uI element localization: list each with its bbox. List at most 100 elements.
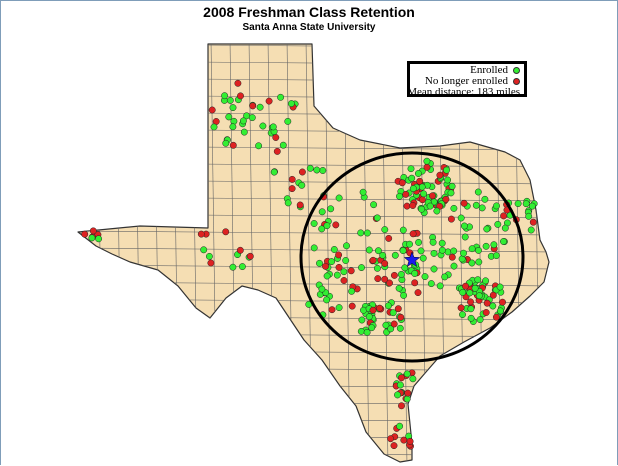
- enrolled-dot: [483, 225, 491, 233]
- not-enrolled-dot: [462, 282, 469, 290]
- enrolled-dot: [287, 100, 295, 108]
- county-line: [78, 417, 549, 423]
- enrolled-dot: [400, 291, 408, 299]
- not-enrolled-dot: [381, 275, 389, 283]
- enrolled-dot: [357, 327, 365, 335]
- enrolled-dot: [248, 114, 256, 122]
- enrolled-dot: [343, 242, 350, 250]
- enrolled-dot: [396, 324, 404, 332]
- not-enrolled-dot: [272, 134, 280, 141]
- enrolled-dot: [306, 164, 314, 172]
- enrolled-dot: [229, 123, 237, 131]
- enrolled-dot: [363, 328, 371, 336]
- enrolled-dot: [474, 188, 482, 196]
- enrolled-dot: [476, 316, 484, 324]
- not-enrolled-dot: [482, 309, 490, 316]
- county-line: [78, 44, 549, 49]
- enrolled-dot: [409, 185, 417, 193]
- legend-label-mean-distance: Mean distance: 183 miles: [407, 86, 520, 98]
- not-enrolled-dot: [457, 304, 465, 312]
- county-line: [78, 264, 549, 270]
- enrolled-dot: [525, 212, 533, 220]
- not-enrolled-dot: [348, 302, 356, 310]
- enrolled-dot: [472, 201, 480, 209]
- enrolled-dot: [363, 229, 371, 237]
- enrolled-dot: [395, 284, 403, 292]
- enrolled-dot: [527, 226, 535, 234]
- not-enrolled-dot: [411, 279, 419, 287]
- enrolled-dot: [482, 242, 490, 250]
- not-enrolled-dot: [402, 190, 410, 198]
- enrolled-dot: [340, 268, 348, 276]
- star-icon: [403, 251, 421, 268]
- not-enrolled-dot: [322, 262, 329, 270]
- enrolled-dot: [229, 104, 237, 112]
- not-enrolled-dot: [208, 106, 216, 114]
- enrolled-dot: [460, 249, 467, 257]
- not-enrolled-dot: [467, 298, 474, 306]
- enrolled-dot: [310, 220, 318, 227]
- enrolled-dot: [522, 200, 530, 208]
- not-enrolled-dot: [265, 97, 273, 105]
- enrolled-dot: [358, 316, 366, 324]
- enrolled-dot: [222, 139, 230, 147]
- enrolled-dot: [478, 204, 486, 212]
- not-enrolled-dot: [374, 275, 382, 283]
- enrolled-dot: [255, 142, 263, 150]
- county-line: [78, 434, 549, 440]
- enrolled-dot: [447, 189, 455, 197]
- county-line: [78, 44, 85, 462]
- not-enrolled-dot: [390, 320, 398, 328]
- not-enrolled-dot: [460, 199, 468, 207]
- enrolled-dot: [457, 214, 465, 222]
- enrolled-dot: [225, 113, 233, 121]
- not-enrolled-dot: [398, 402, 405, 410]
- not-enrolled-dot: [249, 102, 257, 110]
- enrolled-dot: [370, 201, 378, 209]
- enrolled-dot: [333, 271, 341, 279]
- enrolled-dot: [475, 258, 483, 266]
- enrolled-dot: [430, 249, 438, 257]
- enrolled-dot: [411, 270, 419, 277]
- enrolled-dot: [468, 245, 476, 253]
- enrolled-dot: [418, 205, 426, 213]
- student-locations: [81, 79, 538, 450]
- not-enrolled-dot: [385, 234, 393, 242]
- enrolled-dot: [319, 167, 327, 174]
- not-enrolled-dot: [442, 195, 450, 203]
- enrolled-dot: [328, 258, 336, 266]
- enrolled-dot: [471, 284, 479, 292]
- enrolled-dot: [389, 309, 397, 317]
- enrolled-dot: [459, 288, 467, 296]
- not-enrolled-dot: [500, 212, 508, 220]
- enrolled-dot: [481, 195, 489, 203]
- enrolled-dot: [460, 222, 468, 230]
- enrolled-dot: [403, 395, 411, 403]
- enrolled-dot: [368, 324, 376, 332]
- enrolled-dot: [396, 422, 404, 430]
- enrolled-dot: [240, 128, 248, 136]
- not-enrolled-dot: [448, 253, 456, 261]
- enrolled-dot: [474, 276, 482, 284]
- legend-label-enrolled: Enrolled: [470, 64, 508, 76]
- not-enrolled-dot: [447, 215, 455, 223]
- not-enrolled-dot: [222, 228, 230, 236]
- enrolled-dot: [373, 214, 381, 222]
- not-enrolled-dot: [394, 305, 402, 313]
- not-enrolled-dot: [387, 435, 395, 443]
- not-enrolled-dot: [237, 92, 244, 100]
- enrolled-dot: [205, 252, 213, 260]
- enrolled-dot: [239, 117, 247, 125]
- enrolled-dot: [482, 277, 490, 285]
- enrolled-dot: [298, 181, 306, 189]
- not-enrolled-dot: [483, 299, 491, 307]
- enrolled-dot-icon: [513, 67, 520, 74]
- enrolled-dot: [359, 188, 367, 196]
- not-enrolled-dot: [298, 168, 306, 176]
- map-title: 2008 Freshman Class Retention: [203, 4, 415, 20]
- county-line: [78, 366, 549, 372]
- enrolled-dot: [348, 287, 356, 295]
- not-enrolled-dot: [229, 141, 237, 149]
- enrolled-dot: [269, 123, 277, 131]
